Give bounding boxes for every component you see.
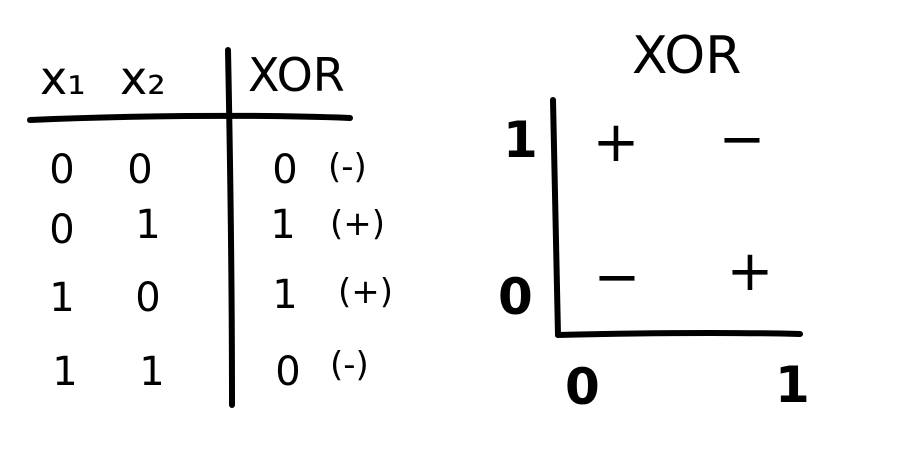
mark-top-left: +	[592, 110, 640, 175]
row2-out: 1	[270, 202, 296, 248]
x-tick-0: 0	[565, 358, 600, 416]
mark-top-right: −	[718, 107, 766, 172]
plot-x-axis	[555, 329, 803, 338]
row3-x1: 1	[49, 275, 75, 321]
x-tick-1: 1	[775, 356, 810, 414]
plot-y-axis	[550, 97, 561, 338]
row1-out: 0	[272, 147, 298, 193]
row2-x2: 1	[135, 202, 161, 248]
header-xor: XOR	[248, 48, 345, 102]
row4-x2: 1	[139, 349, 165, 395]
mark-bottom-left: −	[593, 245, 641, 310]
y-tick-1: 1	[503, 111, 538, 169]
row1-x1: 0	[49, 147, 75, 193]
mark-bottom-right: +	[726, 239, 774, 304]
plot-title: XOR	[632, 26, 742, 86]
row2-x1: 0	[49, 207, 75, 253]
row4-x1: 1	[52, 349, 78, 395]
row4-out: 0	[275, 349, 301, 395]
row4-sign: (-)	[330, 345, 369, 385]
header-x1: x₁	[40, 51, 86, 105]
table-divider	[225, 47, 235, 408]
row2-sign: (+)	[330, 204, 386, 244]
header-x2: x₂	[120, 51, 166, 105]
row3-out: 1	[272, 272, 298, 318]
table-header-rule	[27, 112, 353, 123]
row3-sign: (+)	[338, 272, 394, 312]
row3-x2: 0	[135, 275, 161, 321]
row1-x2: 0	[127, 147, 153, 193]
row1-sign: (-)	[328, 147, 367, 187]
y-tick-0: 0	[498, 268, 533, 326]
